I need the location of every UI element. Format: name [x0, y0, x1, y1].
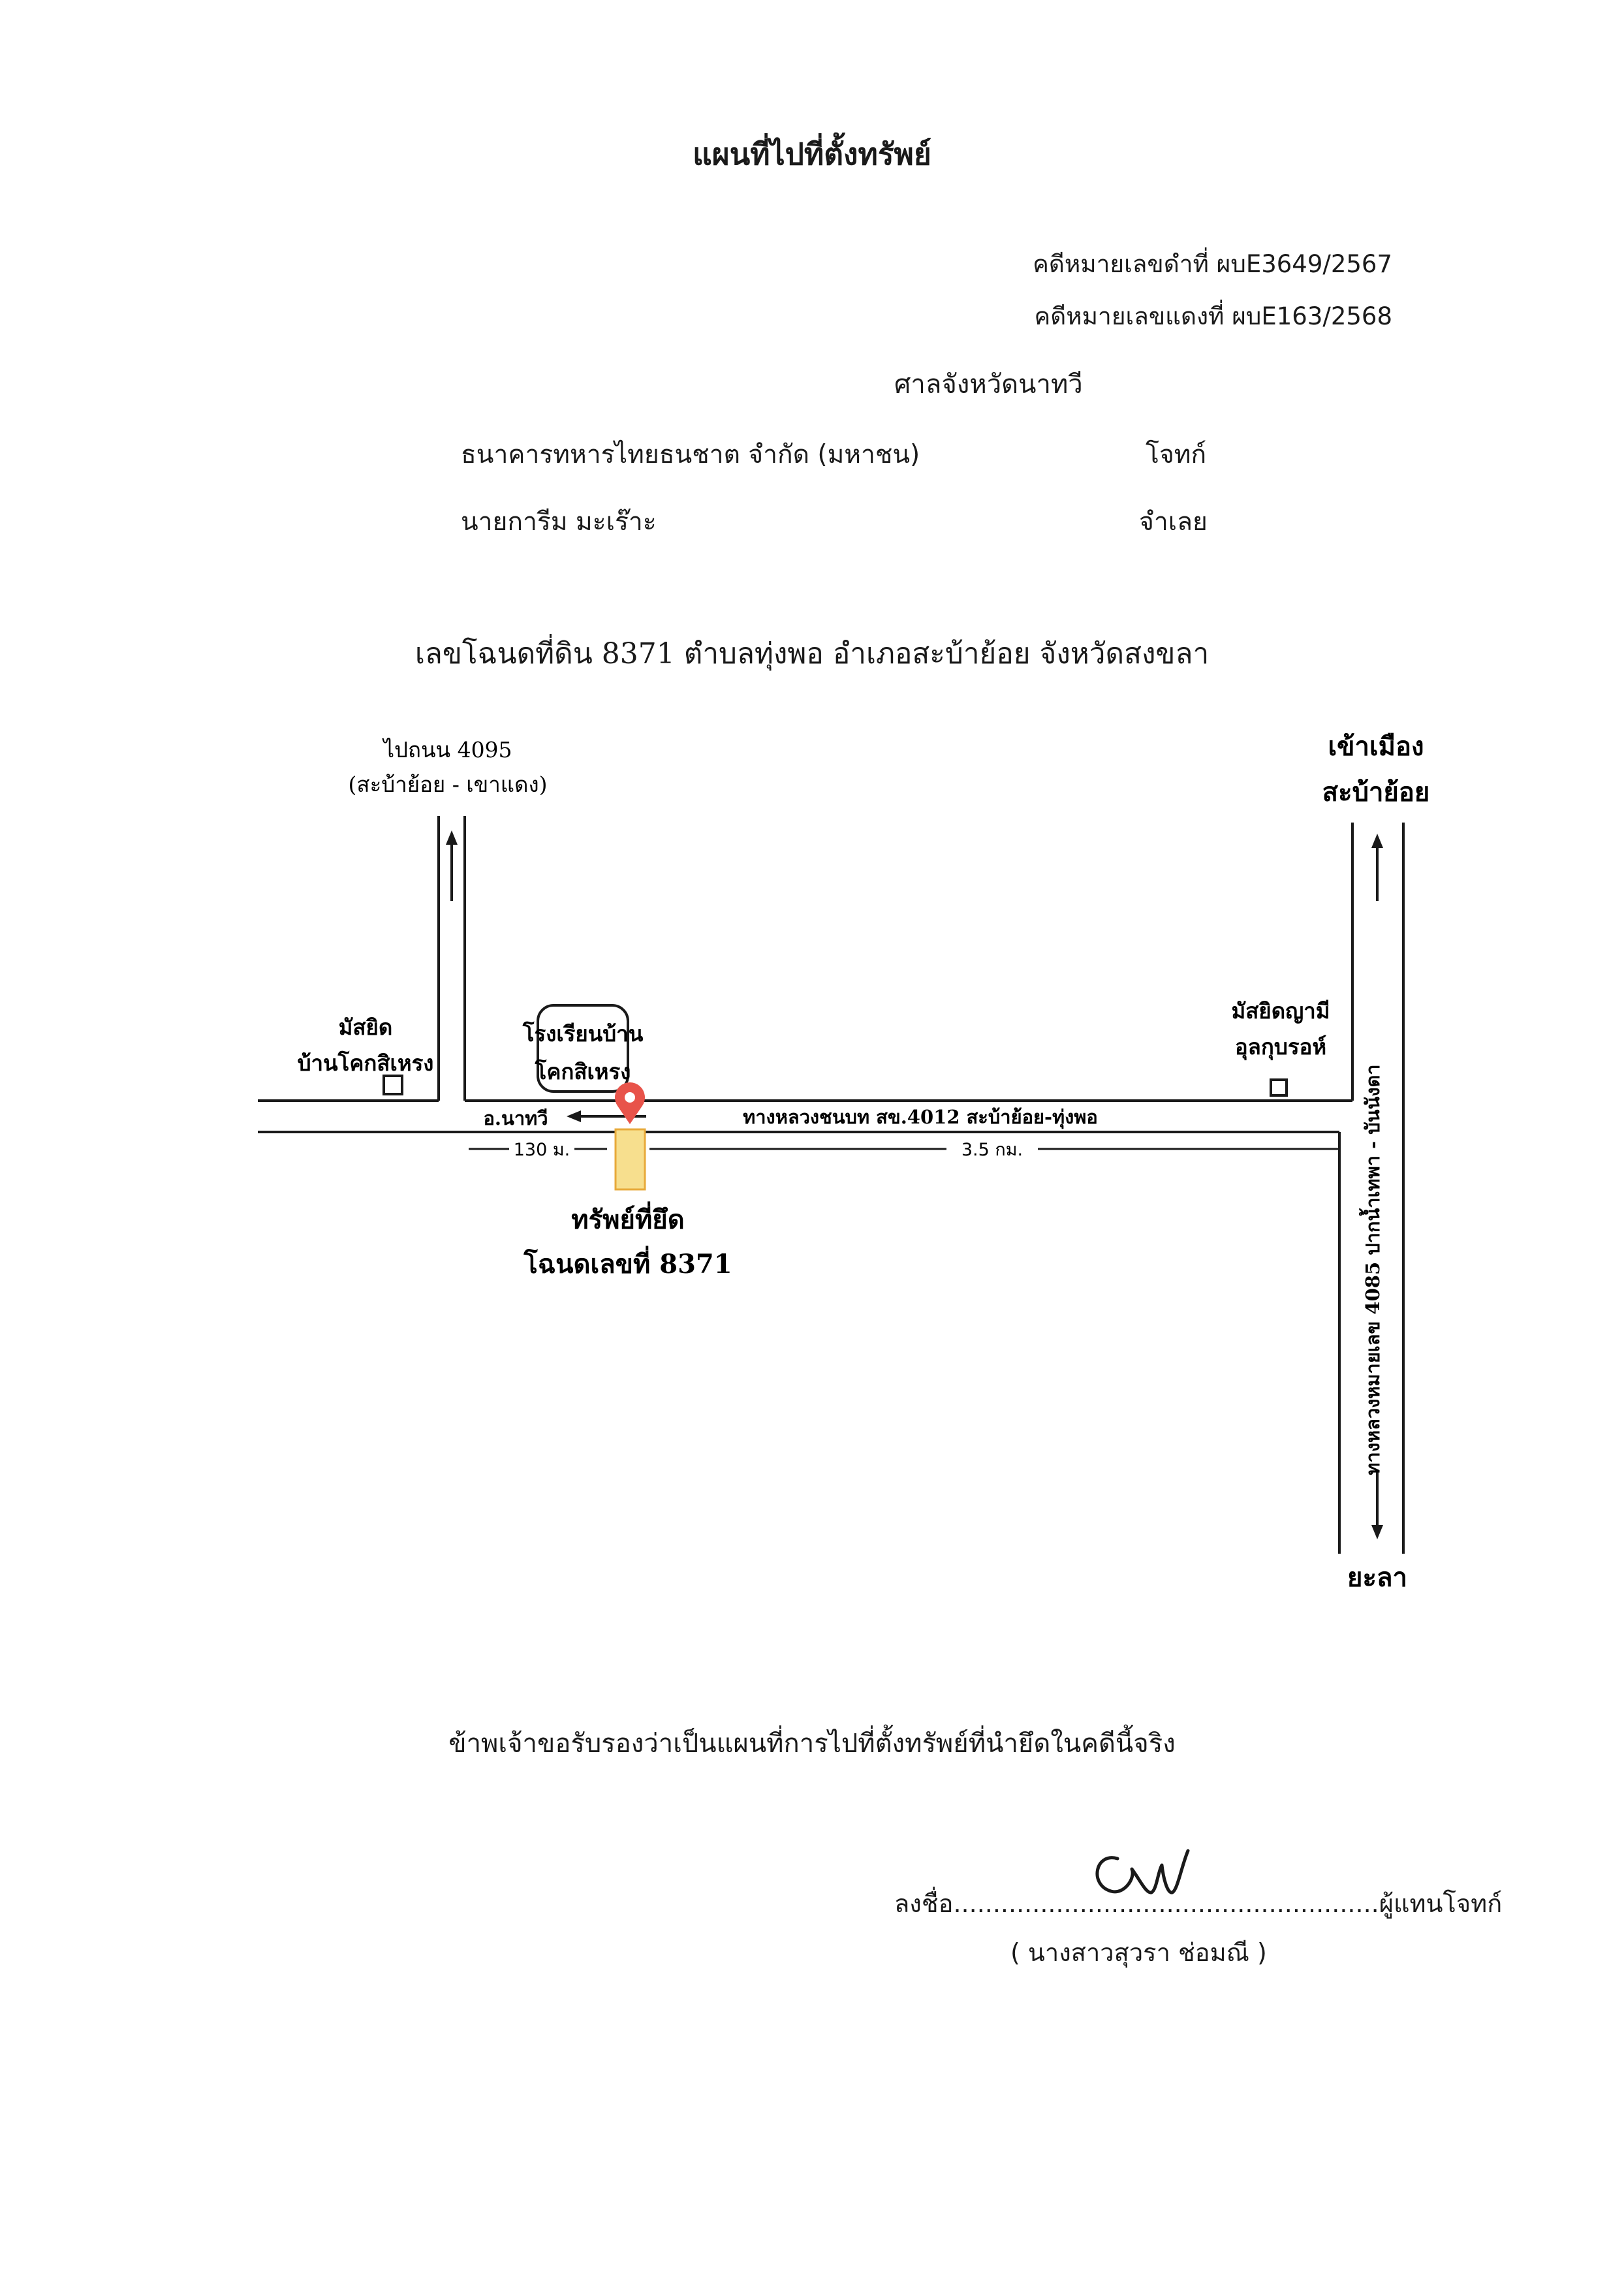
signature-image	[1095, 1849, 1190, 1894]
label-to-district: อ.นาทวี	[483, 1107, 548, 1129]
label-top-left-road-2: (สะบ้าย้อย - เขาแดง)	[349, 772, 548, 797]
label-top-left-road-1: ไปถนน 4095	[381, 737, 512, 762]
label-highway-4085: ทางหลวงหมายเลข 4085 ปากน้ำเทพา - บันนังด…	[1358, 1064, 1384, 1475]
mosque-left-marker	[383, 1075, 403, 1095]
label-distance-130m: 130 ม.	[514, 1140, 570, 1160]
pin-center	[625, 1092, 635, 1103]
label-mosque-right-1: มัสยิดญามี	[1231, 998, 1330, 1024]
certification-text: ข้าพเจ้าขอรับรองว่าเป็นแผนที่การไปที่ตั้…	[448, 1729, 1176, 1759]
school-marker	[537, 1004, 629, 1093]
label-property-2: โฉนดเลขที่ 8371	[523, 1246, 732, 1280]
deed-line: เลขโฉนดที่ดิน 8371 ตำบลทุ่งพอ อำเภอสะบ้า…	[414, 637, 1210, 670]
location-map: ไปถนน 4095 (สะบ้าย้อย - เขาแดง) เข้าเมือ…	[258, 731, 1430, 1593]
label-to-city-1: เข้าเมือง	[1328, 731, 1424, 762]
label-yala: ยะลา	[1347, 1562, 1407, 1593]
label-school-1: โรงเรียนบ้าน	[522, 1021, 644, 1046]
property-location-pin-icon	[614, 1082, 645, 1124]
road-lines	[258, 816, 1405, 1554]
signer-name: ( นางสาวสุวรา ช่อมณี )	[1010, 1938, 1267, 1967]
case-number-black: คดีหมายเลขดำที่ ผบE3649/2567	[1033, 250, 1392, 278]
plaintiff-name: ธนาคารทหารไทยธนชาต จำกัด (มหาชน)	[461, 440, 920, 469]
label-main-road: ทางหลวงชนบท สข.4012 สะบ้าย้อย-ทุ่งพอ	[743, 1106, 1098, 1129]
label-mosque-right-2: อุลกุบรอห์	[1235, 1034, 1326, 1061]
defendant-name: นายการีม มะเร๊าะ	[461, 507, 657, 537]
property-parcel	[614, 1128, 646, 1191]
mosque-right-marker	[1270, 1078, 1288, 1097]
court-name: ศาลจังหวัดนาทวี	[894, 369, 1083, 400]
arrow-up-left-road	[446, 830, 458, 901]
signature-line: ลงชื่อ..................................…	[894, 1889, 1503, 1918]
case-number-red: คดีหมายเลขแดงที่ ผบE163/2568	[1034, 302, 1392, 330]
label-to-city-2: สะบ้าย้อย	[1322, 777, 1430, 808]
label-property-1: ทรัพย์ที่ยึด	[571, 1201, 684, 1235]
arrow-down-highway	[1371, 1472, 1383, 1539]
label-distance-3-5km: 3.5 กม.	[961, 1140, 1023, 1160]
defendant-role: จำเลย	[1139, 507, 1208, 537]
label-mosque-left-1: มัสยิด	[339, 1014, 393, 1040]
arrow-up-highway	[1371, 834, 1383, 901]
page-title: แผนที่ไปที่ตั้งทรัพย์	[693, 136, 931, 172]
label-school-2: โคกสิเหรง	[535, 1059, 631, 1084]
plaintiff-role: โจทก์	[1146, 440, 1207, 469]
label-mosque-left-2: บ้านโคกสิเหรง	[298, 1050, 434, 1076]
